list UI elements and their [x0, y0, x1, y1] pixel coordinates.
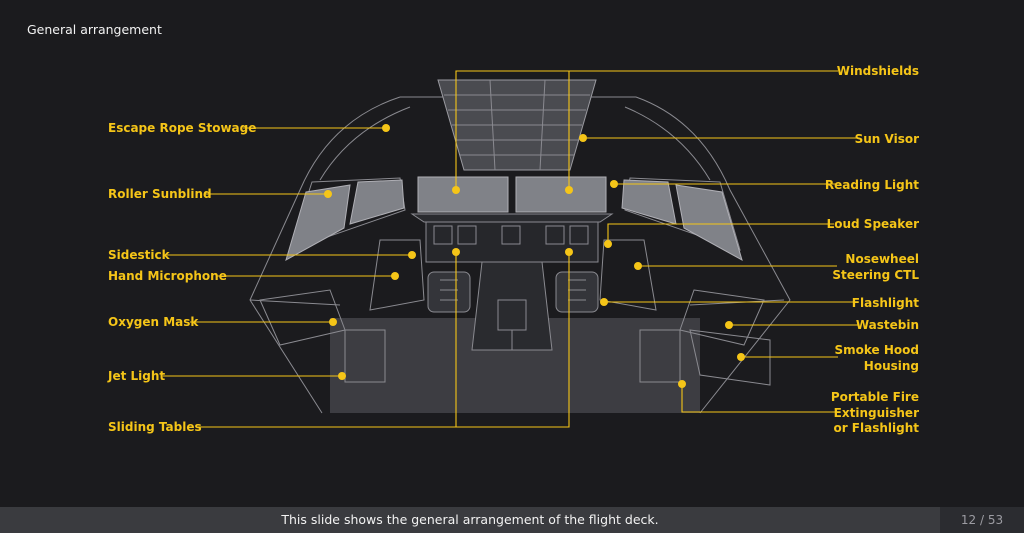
- cockpit-floor: [330, 318, 700, 413]
- label-nosewheel-steering-ctl: Nosewheel Steering CTL: [832, 252, 919, 282]
- dot-roller-sunblind: [324, 190, 332, 198]
- dot-reading-light: [610, 180, 618, 188]
- page-indicator[interactable]: 12 / 53: [940, 507, 1024, 533]
- slide-footer: This slide shows the general arrangement…: [0, 507, 1024, 533]
- dot-sliding-table-right: [565, 248, 573, 256]
- dot-sliding-table-left: [452, 248, 460, 256]
- dot-jet-light: [338, 372, 346, 380]
- dot-windshield-right: [565, 186, 573, 194]
- label-flashlight: Flashlight: [851, 296, 919, 310]
- label-sidestick: Sidestick: [108, 248, 170, 262]
- cockpit-illustration: [249, 79, 791, 414]
- captain-seat: [427, 271, 471, 313]
- label-loud-speaker: Loud Speaker: [826, 217, 919, 231]
- label-oxygen-mask: Oxygen Mask: [108, 315, 199, 329]
- dot-sun-visor: [579, 134, 587, 142]
- dot-smoke-hood: [737, 353, 745, 361]
- leader-windshields: [568, 70, 838, 190]
- dot-sidestick: [408, 251, 416, 259]
- dot-flashlight: [600, 298, 608, 306]
- slide-title: General arrangement: [27, 22, 162, 37]
- first-officer-seat: [555, 271, 599, 313]
- label-smoke-hood-housing: Smoke Hood Housing: [834, 343, 920, 373]
- leader-windshields-left: [455, 70, 569, 190]
- label-escape-rope-stowage: Escape Rope Stowage: [108, 121, 257, 135]
- flight-deck-diagram: [163, 70, 858, 428]
- label-wastebin: Wastebin: [855, 318, 919, 332]
- leader-fire-ext: [681, 384, 838, 413]
- dot-oxygen-mask: [329, 318, 337, 326]
- leader-loud-speaker: [607, 223, 834, 244]
- marker-dots: [324, 124, 745, 388]
- label-sun-visor: Sun Visor: [854, 132, 919, 146]
- dot-windshield-left: [452, 186, 460, 194]
- right-side-window-2: [675, 184, 743, 262]
- dot-escape-rope: [382, 124, 390, 132]
- label-reading-light: Reading Light: [824, 178, 919, 192]
- dot-fire-ext: [678, 380, 686, 388]
- label-roller-sunblind: Roller Sunblind: [108, 187, 212, 201]
- dot-wastebin: [725, 321, 733, 329]
- dot-hand-mic: [391, 272, 399, 280]
- left-windshield: [417, 176, 509, 213]
- label-windshields: Windshields: [836, 64, 919, 78]
- center-pedestal: [471, 261, 553, 351]
- right-side-window-1: [621, 179, 677, 225]
- leader-sliding-tables: [197, 252, 570, 428]
- label-portable-fire-extinguisher: Portable Fire Extinguisher or Flashlight: [830, 390, 919, 435]
- label-jet-light: Jet Light: [108, 369, 166, 383]
- left-side-window-2: [285, 184, 351, 262]
- label-sliding-tables: Sliding Tables: [108, 420, 202, 434]
- left-side-window-1: [349, 179, 405, 225]
- slide-caption: This slide shows the general arrangement…: [281, 512, 659, 527]
- right-windshield: [515, 176, 607, 213]
- label-hand-microphone: Hand Microphone: [108, 269, 227, 283]
- dot-nosewheel: [634, 262, 642, 270]
- dot-loud-speaker: [604, 240, 612, 248]
- leader-lines: [163, 70, 858, 428]
